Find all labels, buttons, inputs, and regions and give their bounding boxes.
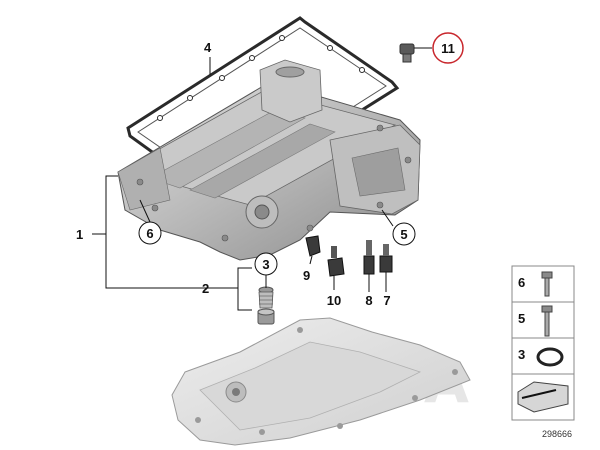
- svg-text:8: 8: [365, 293, 372, 308]
- callout-2: 2: [202, 281, 209, 296]
- legend-row-3: 3: [518, 347, 564, 367]
- callout-1: 1: [76, 227, 83, 242]
- svg-text:1: 1: [76, 227, 83, 242]
- svg-text:3: 3: [262, 257, 269, 272]
- legend-row-5: 5: [518, 305, 553, 337]
- o-ring-icon: [536, 347, 564, 367]
- bolt-short-icon: [541, 271, 553, 297]
- callout-4: 4: [204, 40, 212, 55]
- svg-text:10: 10: [327, 293, 341, 308]
- svg-text:11: 11: [441, 41, 455, 56]
- callout-11-highlight-ring: [432, 32, 464, 64]
- svg-text:5: 5: [400, 227, 407, 242]
- legend-panel: 6 5 3: [511, 265, 575, 421]
- callout-8: 8: [365, 293, 372, 308]
- sensor-part-9: [305, 235, 321, 257]
- reference-number: 298666: [542, 429, 572, 439]
- drain-plug-assembly: [257, 286, 275, 325]
- leader-lines: [92, 47, 432, 311]
- sensor-part-10: [327, 246, 345, 277]
- lower-oil-pan: [171, 317, 471, 446]
- callout-7: 7: [383, 293, 390, 308]
- callout-3: 3: [254, 252, 278, 276]
- svg-text:6: 6: [518, 275, 525, 290]
- callout-11: 11: [432, 32, 464, 64]
- sensor-part-8: [363, 240, 375, 275]
- callout-9: 9: [303, 268, 310, 283]
- legend-row-pan-section: [517, 381, 569, 413]
- svg-text:6: 6: [146, 226, 153, 241]
- legend-row-6: 6: [518, 271, 553, 297]
- bolt-long-icon: [541, 305, 553, 337]
- svg-text:5: 5: [518, 311, 525, 326]
- callout-10: 10: [327, 293, 341, 308]
- svg-text:9: 9: [303, 268, 310, 283]
- svg-text:2: 2: [202, 281, 209, 296]
- callout-6: 6: [138, 221, 162, 245]
- svg-text:4: 4: [204, 40, 212, 55]
- pan-section-icon: [517, 381, 569, 413]
- sensor-part-7: [379, 244, 393, 273]
- svg-text:7: 7: [383, 293, 390, 308]
- bolt-part-11: [399, 43, 415, 63]
- svg-text:3: 3: [518, 347, 525, 362]
- callout-5: 5: [392, 222, 416, 246]
- upper-oil-pan: [117, 59, 421, 261]
- svg-text:298666: 298666: [542, 429, 572, 439]
